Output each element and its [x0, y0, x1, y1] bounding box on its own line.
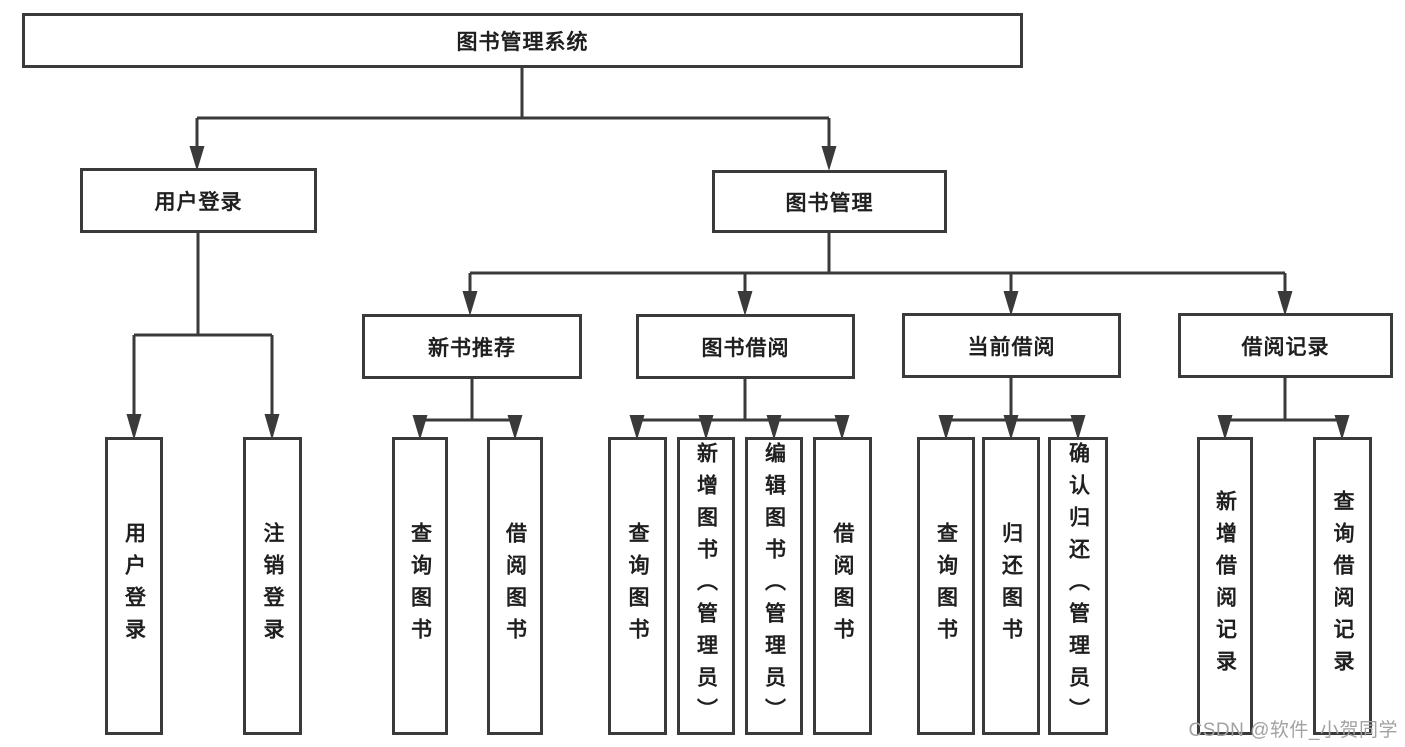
node-label: 查询图书 [408, 522, 432, 650]
leaf-borrow-books-recommend: 借阅图书 [487, 437, 543, 735]
leaf-query-borrow-record: 查询借阅记录 [1313, 437, 1372, 735]
connector-root [195, 68, 831, 150]
connector-borrowing-records [1225, 378, 1342, 422]
node-label: 图书管理 [785, 191, 874, 215]
node-label: 新增图书（管理员） [694, 442, 718, 730]
node-book-borrowing: 图书借阅 [636, 314, 855, 379]
node-book-management: 图书管理 [712, 170, 947, 233]
arrowheads [126, 146, 1350, 440]
node-label: 查询借阅记录 [1331, 490, 1354, 682]
leaf-query-books-borrowing: 查询图书 [608, 437, 667, 735]
connector-new-book-recommendation [420, 379, 515, 422]
node-label: 新书推荐 [428, 336, 516, 360]
node-label: 当前借阅 [967, 335, 1056, 359]
leaf-logout: 注销登录 [243, 437, 302, 735]
leaf-add-borrow-record: 新增借阅记录 [1197, 437, 1253, 735]
node-label: 借阅记录 [1241, 335, 1330, 359]
node-label: 用户登录 [154, 190, 243, 214]
connector-current-borrowing [946, 378, 1078, 422]
node-label: 确认归还（管理员） [1066, 442, 1090, 730]
leaf-edit-books-admin: 编辑图书（管理员） [745, 437, 803, 735]
node-label: 借阅图书 [503, 522, 527, 650]
connector-user-login [132, 233, 274, 416]
leaf-confirm-return-admin: 确认归还（管理员） [1048, 437, 1108, 735]
node-label: 归还图书 [999, 522, 1023, 650]
leaf-return-books: 归还图书 [982, 437, 1040, 735]
node-new-book-recommendation: 新书推荐 [362, 314, 582, 379]
node-label: 注销登录 [261, 522, 284, 650]
leaf-user-login: 用户登录 [105, 437, 163, 735]
leaf-add-books-admin: 新增图书（管理员） [677, 437, 735, 735]
node-borrowing-records: 借阅记录 [1178, 313, 1393, 378]
node-label: 编辑图书（管理员） [762, 442, 786, 730]
node-label: 新增借阅记录 [1213, 490, 1237, 682]
node-label: 查询图书 [934, 522, 958, 650]
connector-book-management [468, 233, 1287, 293]
node-current-borrowing: 当前借阅 [902, 313, 1121, 378]
node-user-login: 用户登录 [80, 168, 317, 233]
leaf-borrow-books: 借阅图书 [813, 437, 872, 735]
leaf-query-books-current: 查询图书 [917, 437, 975, 735]
node-library-management-system: 图书管理系统 [22, 13, 1023, 68]
node-label: 查询图书 [626, 522, 649, 650]
leaf-query-books-recommend: 查询图书 [392, 437, 448, 735]
node-label: 借阅图书 [831, 522, 854, 650]
csdn-watermark: CSDN @软件_小贺同学 [1188, 720, 1398, 741]
node-label: 用户登录 [122, 522, 146, 650]
node-label: 图书借阅 [701, 336, 790, 360]
node-label: 图书管理系统 [456, 30, 589, 54]
connector-book-borrowing [637, 379, 842, 422]
